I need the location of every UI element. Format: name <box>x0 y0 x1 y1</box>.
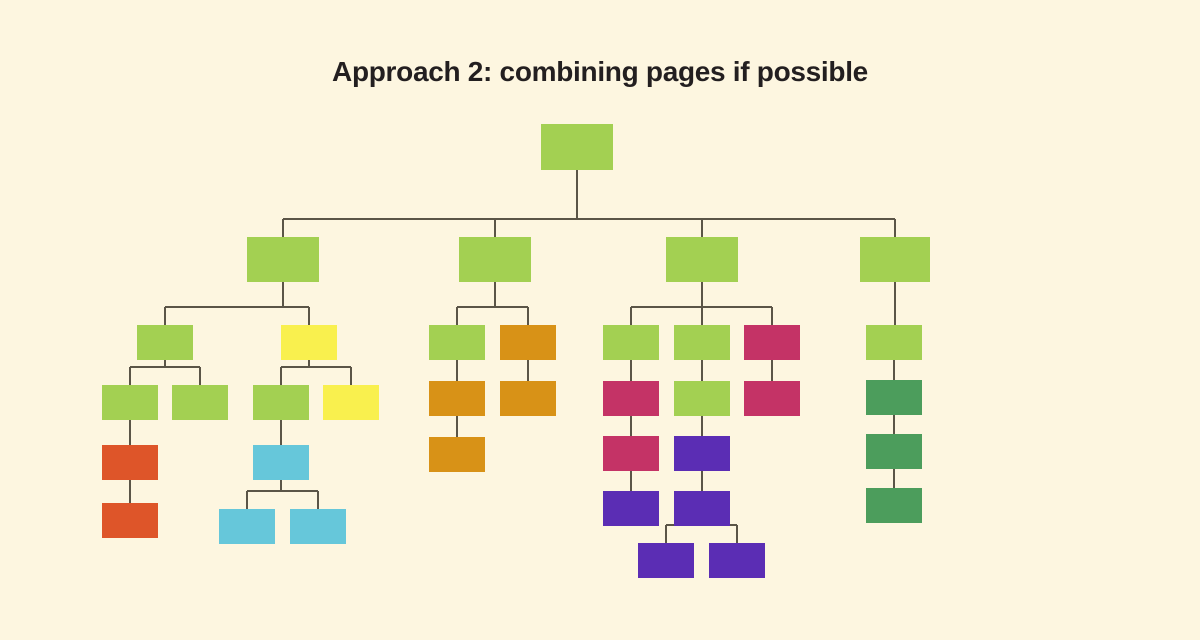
tree-node-box[interactable] <box>866 434 922 469</box>
tree-node-b3-b3a[interactable] <box>638 543 694 578</box>
tree-node-b1-b1a1[interactable] <box>219 509 275 544</box>
tree-node-b4-l1[interactable] <box>860 237 930 282</box>
tree-node-box[interactable] <box>500 325 556 360</box>
tree-node-box[interactable] <box>253 445 309 480</box>
tree-node-b3-b3[interactable] <box>674 491 730 526</box>
tree-node-b4-d[interactable] <box>866 488 922 523</box>
tree-node-b2-l1[interactable] <box>459 237 531 282</box>
tree-node-b1-a2[interactable] <box>172 385 228 420</box>
tree-node-b1-b1a2[interactable] <box>290 509 346 544</box>
tree-node-box[interactable] <box>744 325 800 360</box>
tree-node-box[interactable] <box>603 381 659 416</box>
tree-node-b3-b3b[interactable] <box>709 543 765 578</box>
tree-node-box[interactable] <box>744 381 800 416</box>
tree-node-box[interactable] <box>541 124 613 170</box>
tree-node-b3-a2[interactable] <box>603 436 659 471</box>
tree-node-box[interactable] <box>429 381 485 416</box>
tree-node-box[interactable] <box>323 385 379 420</box>
tree-node-box[interactable] <box>429 437 485 472</box>
tree-node-root[interactable] <box>541 124 613 170</box>
tree-node-box[interactable] <box>102 445 158 480</box>
tree-node-box[interactable] <box>603 436 659 471</box>
tree-node-b1-l1[interactable] <box>247 237 319 282</box>
tree-node-box[interactable] <box>102 503 158 538</box>
tree-node-b4-b[interactable] <box>866 380 922 415</box>
tree-node-b2-b1[interactable] <box>500 381 556 416</box>
tree-node-box[interactable] <box>638 543 694 578</box>
tree-node-b1-a1[interactable] <box>102 385 158 420</box>
tree-node-box[interactable] <box>102 385 158 420</box>
tree-node-box[interactable] <box>429 325 485 360</box>
tree-node-b1-a1b[interactable] <box>102 503 158 538</box>
tree-node-box[interactable] <box>666 237 738 282</box>
tree-nodes-group <box>102 124 930 578</box>
tree-node-b3-b[interactable] <box>674 325 730 360</box>
tree-node-b1-b1a[interactable] <box>253 445 309 480</box>
tree-node-box[interactable] <box>459 237 531 282</box>
tree-node-b1-b[interactable] <box>281 325 337 360</box>
tree-node-box[interactable] <box>674 325 730 360</box>
tree-node-box[interactable] <box>219 509 275 544</box>
tree-node-box[interactable] <box>866 380 922 415</box>
tree-node-box[interactable] <box>290 509 346 544</box>
tree-node-box[interactable] <box>500 381 556 416</box>
tree-node-box[interactable] <box>674 491 730 526</box>
tree-node-b3-a3[interactable] <box>603 491 659 526</box>
tree-node-b4-a[interactable] <box>866 325 922 360</box>
tree-node-b4-c[interactable] <box>866 434 922 469</box>
tree-node-box[interactable] <box>603 325 659 360</box>
tree-node-b2-a1[interactable] <box>429 381 485 416</box>
tree-node-b3-c[interactable] <box>744 325 800 360</box>
tree-node-b3-c1[interactable] <box>744 381 800 416</box>
tree-node-box[interactable] <box>674 381 730 416</box>
tree-node-b3-b2[interactable] <box>674 436 730 471</box>
tree-node-box[interactable] <box>674 436 730 471</box>
tree-node-box[interactable] <box>253 385 309 420</box>
page-title: Approach 2: combining pages if possible <box>332 56 868 87</box>
tree-node-b1-a1a[interactable] <box>102 445 158 480</box>
tree-node-box[interactable] <box>603 491 659 526</box>
tree-node-b2-a2[interactable] <box>429 437 485 472</box>
tree-node-b2-a[interactable] <box>429 325 485 360</box>
tree-node-box[interactable] <box>866 325 922 360</box>
tree-node-b1-a[interactable] <box>137 325 193 360</box>
tree-node-box[interactable] <box>866 488 922 523</box>
tree-node-box[interactable] <box>247 237 319 282</box>
tree-node-b3-a[interactable] <box>603 325 659 360</box>
tree-node-box[interactable] <box>860 237 930 282</box>
tree-node-box[interactable] <box>281 325 337 360</box>
tree-node-b1-b2[interactable] <box>323 385 379 420</box>
tree-node-box[interactable] <box>172 385 228 420</box>
tree-node-b1-b1[interactable] <box>253 385 309 420</box>
tree-node-b3-b1[interactable] <box>674 381 730 416</box>
tree-node-b2-b[interactable] <box>500 325 556 360</box>
tree-node-box[interactable] <box>137 325 193 360</box>
tree-node-b3-l1[interactable] <box>666 237 738 282</box>
tree-node-b3-a1[interactable] <box>603 381 659 416</box>
tree-node-box[interactable] <box>709 543 765 578</box>
tree-edges-group <box>129 170 896 543</box>
